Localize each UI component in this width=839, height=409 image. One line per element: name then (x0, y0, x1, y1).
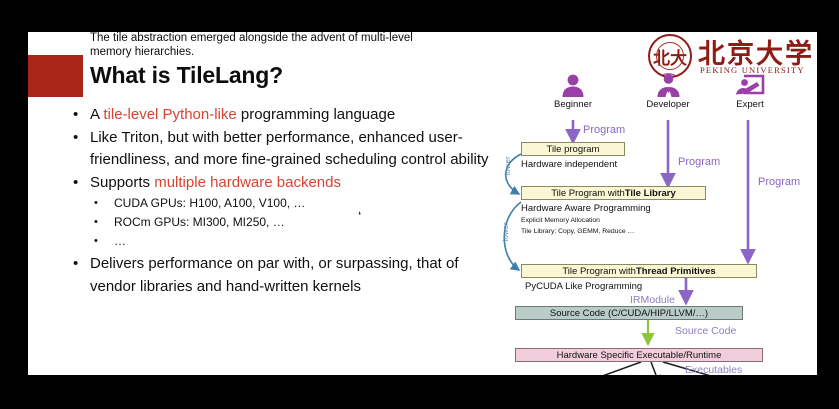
slide-canvas: The tile abstraction emerged alongside t… (28, 32, 817, 375)
box-tile-library-label-pre: Tile Program with (551, 187, 625, 199)
box-hardware-specific-label: Hardware Specific Executable/Runtime (556, 349, 722, 361)
arrow-label-executables: Executables (685, 364, 743, 375)
persona-beginner: Beginner (535, 72, 611, 110)
bullet-marker-icon: • (73, 255, 79, 272)
bullet-item-4: • Delivers performance on par with, or s… (66, 253, 496, 298)
bullet-marker-icon: • (94, 197, 98, 209)
bullet-2-text: Like Triton, but with better performance… (90, 128, 489, 169)
bullet-1-highlight: tile-level Python-like (103, 106, 237, 123)
box-thread-primitives-label-bold: Thread Primitives (635, 265, 716, 277)
box-thread-primitives-sub: PyCUDA Like Programming (525, 281, 643, 292)
box-thread-primitives: Tile Program with Thread Primitives (521, 264, 757, 278)
box-tile-program: Tile program (521, 142, 625, 156)
peking-university-logo: 北大 北京大学 PEKING UNIVERSITY (648, 32, 813, 82)
box-tile-library: Tile Program with Tile Library (521, 186, 706, 200)
expert-screen-icon (712, 72, 788, 98)
box-tile-library-sub-1: Hardware Aware Programming (521, 203, 651, 214)
bullet-marker-icon: • (73, 173, 79, 191)
box-tile-library-label-bold: Tile Library (624, 187, 676, 199)
box-source-code-label: Source Code (C/CUDA/HIP/LLVM/…) (549, 307, 709, 319)
bullet-marker-icon: • (73, 106, 79, 123)
box-tile-program-subtitle: Hardware independent (521, 159, 618, 170)
persona-label: Beginner (553, 99, 593, 110)
arrow-label-irmodule: IRModule (630, 294, 675, 306)
box-hardware-specific-executable: Hardware Specific Executable/Runtime (515, 348, 763, 362)
bullet-marker-icon: • (94, 216, 98, 228)
pku-chinese-name: 北京大学 (698, 39, 814, 70)
stray-mark: ❛ (358, 210, 361, 220)
box-source-code: Source Code (C/CUDA/HIP/LLVM/…) (515, 306, 743, 320)
arrow-label-program-2: Program (678, 156, 721, 168)
persona-label: Expert (736, 99, 764, 110)
arrow-label-source-code: Source Code (675, 325, 737, 337)
box-tile-program-label: Tile program (546, 143, 600, 155)
tilelang-flow-diagram: Beginner Developer (473, 72, 817, 375)
sub-bullet-3-text: … (114, 234, 126, 248)
user-icon (535, 72, 611, 98)
bullet-1-post: programming language (236, 106, 396, 123)
bullet-marker-icon: • (94, 235, 98, 247)
bullet-3-pre: Supports (90, 173, 155, 191)
persona-expert: Expert (712, 72, 788, 110)
box-tile-library-sub-3: Tile Library: Copy, GEMM, Reduce … (521, 228, 635, 235)
bullet-1-pre: A (90, 106, 104, 123)
sub-bullet-1-text: CUDA GPUs: H100, A100, V100, … (114, 196, 306, 210)
arrow-label-program-3: Program (758, 176, 801, 188)
bullet-4-text: Delivers performance on par with, or sur… (90, 255, 459, 295)
persona-developer: Developer (630, 72, 706, 110)
pku-english-name: PEKING UNIVERSITY (700, 65, 805, 75)
persona-label: Developer (646, 99, 690, 110)
bullet-item-3: • Supports multiple hardware backends (66, 172, 496, 195)
arrow-label-program-1: Program (583, 124, 626, 136)
bullet-item-2: • Like Triton, but with better performan… (66, 127, 496, 172)
title-accent-bar (28, 55, 83, 97)
developer-icon (630, 72, 706, 98)
pku-seal-glyph: 北大 (653, 48, 687, 69)
bullet-list: • A tile-level Python-like programming l… (66, 104, 496, 298)
pku-seal-icon: 北大 (648, 34, 692, 78)
sub-bullet-item-1: • CUDA GPUs: H100, A100, V100, … (66, 194, 496, 213)
sub-bullet-2-text: ROCm GPUs: MI300, MI250, … (114, 215, 285, 229)
bullet-item-1: • A tile-level Python-like programming l… (66, 104, 496, 127)
arrow-label-lower-2: lower (501, 222, 510, 242)
page-title: What is TileLang? (90, 62, 283, 88)
slide-subtitle: The tile abstraction emerged alongside t… (90, 32, 413, 58)
sub-bullet-item-3: • … (66, 232, 496, 251)
bullet-marker-icon: • (73, 128, 79, 146)
sub-bullet-item-2: • ROCm GPUs: MI300, MI250, … (66, 213, 496, 232)
bullet-3-highlight: multiple hardware backends (154, 173, 341, 191)
box-tile-library-sub-2: Explicit Memory Allocation (521, 217, 600, 224)
arrow-label-lower-1: lower (503, 156, 512, 176)
box-thread-primitives-label-pre: Tile Program with (562, 265, 636, 277)
